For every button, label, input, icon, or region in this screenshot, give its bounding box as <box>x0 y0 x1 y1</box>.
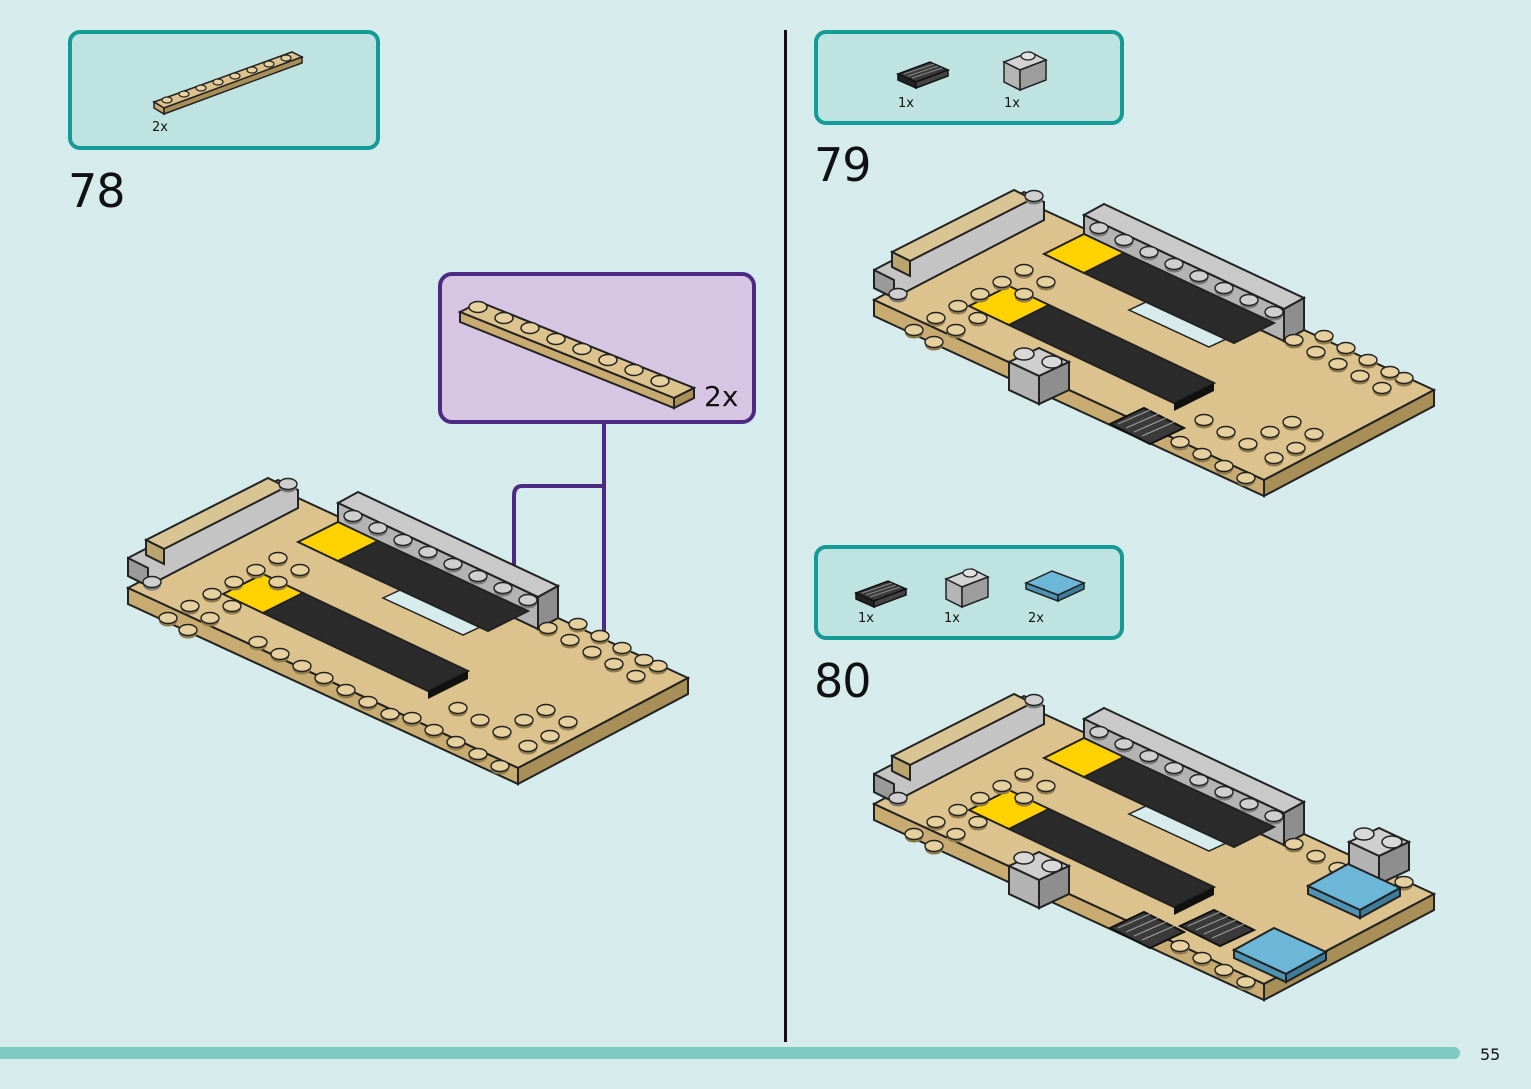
part-quantity: 1x <box>944 611 960 626</box>
parts-list-step-78: 2x <box>68 30 380 150</box>
dark-grille-tile-icon <box>896 61 950 90</box>
step-79-model <box>873 189 1435 497</box>
part-quantity: 1x <box>898 96 914 111</box>
step-80-model <box>873 693 1435 1001</box>
callout-quantity: 2x <box>704 380 739 413</box>
blue-tile-2x2-icon <box>1024 570 1086 603</box>
gray-jumper-brick-icon <box>1002 51 1048 92</box>
page-divider <box>784 30 787 1042</box>
footer-bar <box>0 1047 1460 1059</box>
parts-list-step-79: 1x 1x <box>814 30 1124 125</box>
tan-plate-1x8-icon <box>152 51 304 116</box>
step-number: 80 <box>814 654 872 708</box>
part-quantity: 1x <box>858 611 874 626</box>
part-quantity: 1x <box>1004 96 1020 111</box>
dark-grille-tile-icon <box>854 580 908 609</box>
part-quantity: 2x <box>152 120 168 135</box>
tan-plate-1x8-icon <box>457 300 697 410</box>
gray-jumper-brick-icon <box>944 568 990 609</box>
step-78-model <box>127 477 689 785</box>
part-quantity: 2x <box>1028 611 1044 626</box>
step-number: 78 <box>68 164 126 218</box>
parts-list-step-80: 1x 1x 2x <box>814 545 1124 640</box>
callout-subassembly: 2x <box>438 272 756 424</box>
step-number: 79 <box>814 138 872 192</box>
page-number: 55 <box>1480 1045 1501 1064</box>
